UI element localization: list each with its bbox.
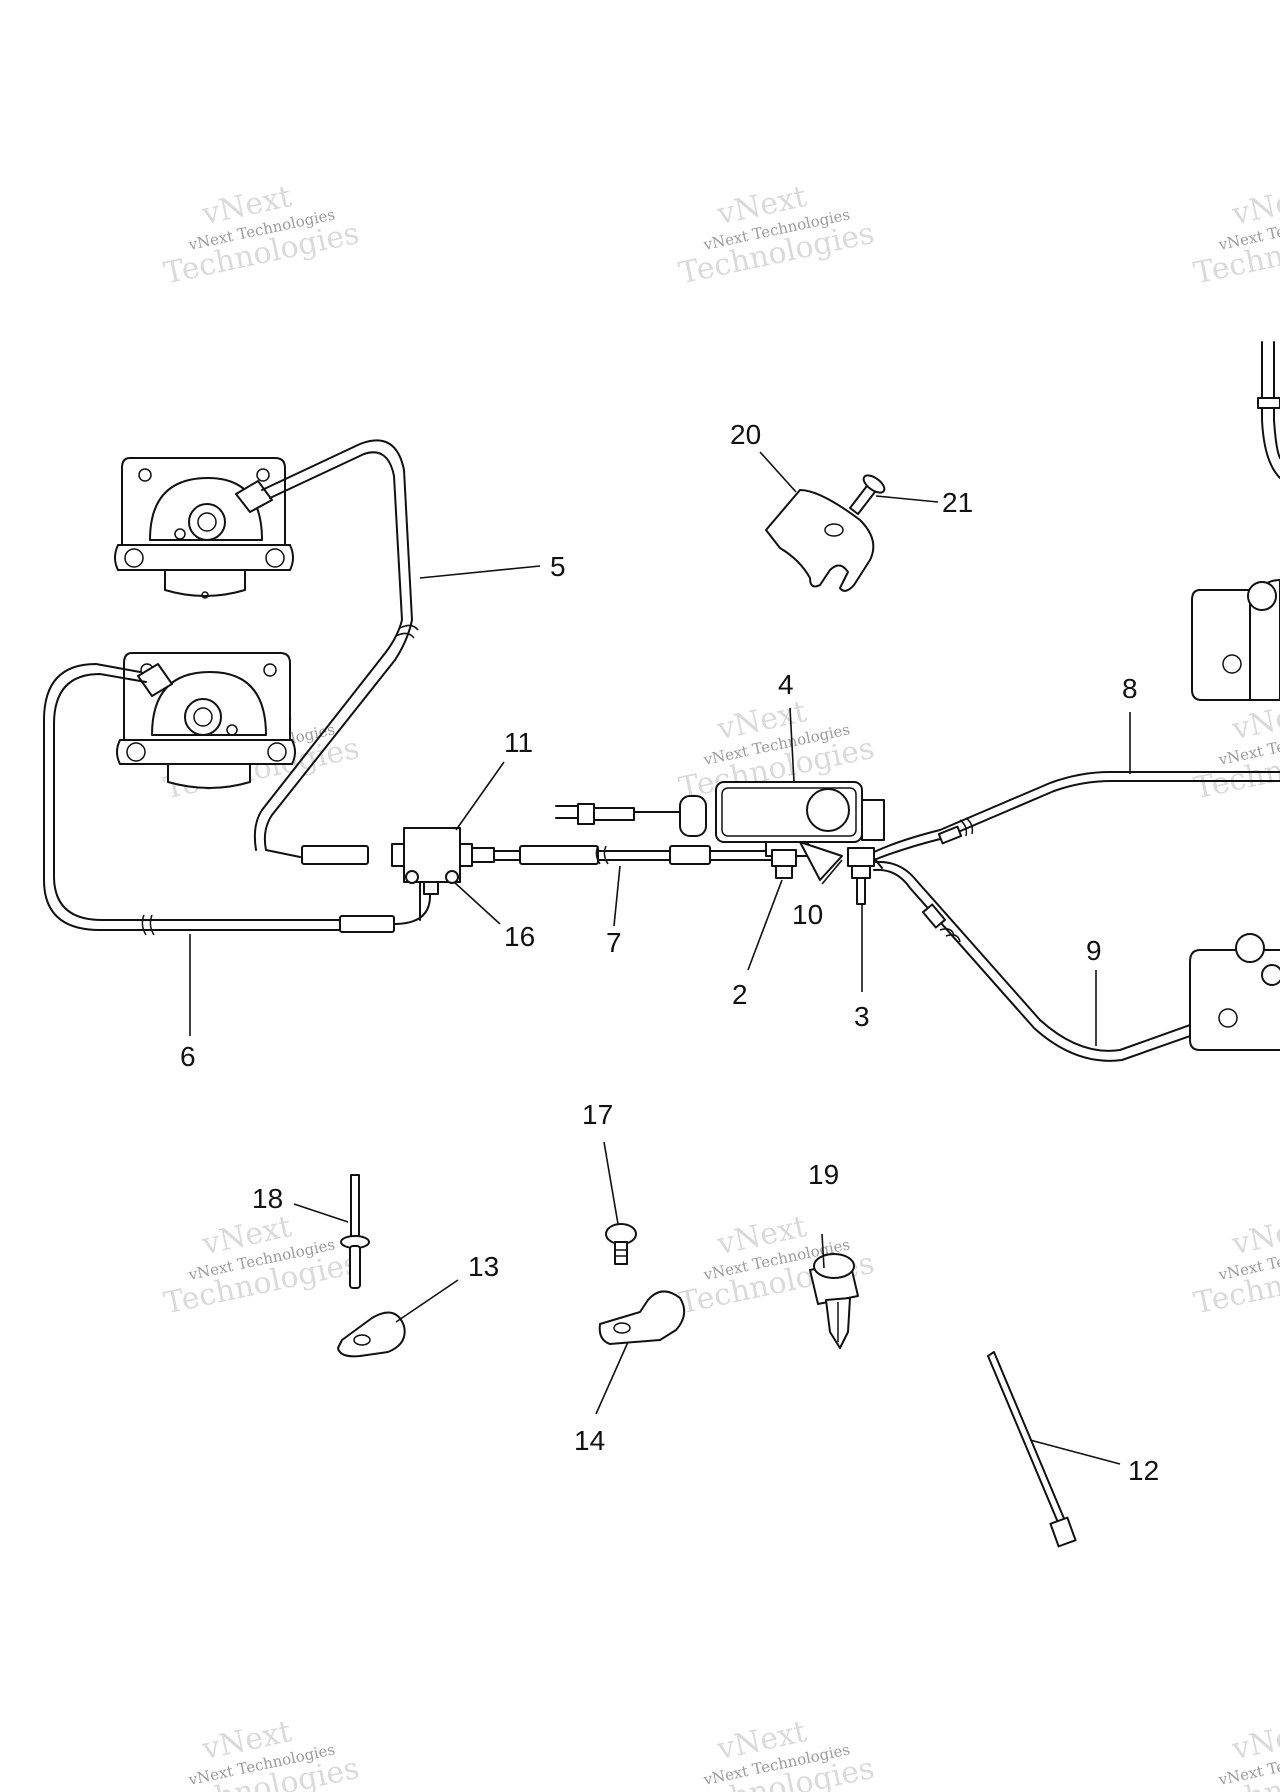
brake-splitter-11 [301,827,473,895]
callout-14: 14 [574,1425,605,1456]
leader-4 [789,707,795,783]
brake-line-right-top [1257,341,1280,479]
brake-caliper-lower-left [116,652,296,789]
brake-line-6 [43,663,431,936]
callout-9: 9 [1086,935,1102,966]
leader-11 [455,761,505,831]
clip-20 [765,489,875,592]
watermark: vNext vNext Technologies Technologies [161,179,362,291]
watermark: vNext vNext Technologies Technologies [1191,1209,1280,1321]
callout-10: 10 [792,899,823,930]
callout-8: 8 [1122,673,1138,704]
leader-10 [821,859,843,885]
leader-19 [821,1233,825,1269]
callout-21: 21 [942,487,973,518]
brake-line-8 [873,771,1280,861]
brake-line-7 [471,845,781,865]
leader-14 [595,1341,629,1415]
leader-17 [603,1141,619,1225]
callout-19: 19 [808,1159,839,1190]
leader-13 [395,1279,459,1323]
callout-13: 13 [468,1251,499,1282]
fastener-19 [809,1253,859,1349]
brake-line-5 [253,439,419,858]
callout-6: 6 [180,1041,196,1072]
leader-20 [759,451,797,493]
screw-17 [605,1223,637,1265]
callout-2: 2 [732,979,748,1010]
callout-11: 11 [504,727,533,758]
leader-18 [293,1203,349,1223]
leader-5 [419,565,541,579]
leader-lines [189,451,1131,1465]
callout-18: 18 [252,1183,283,1214]
watermark: vNext vNext Technologies Technologies [676,1714,877,1792]
brake-caliper-upper-left [114,457,294,599]
watermark: vNext vNext Technologies Technologies [1191,179,1280,291]
clamp-13 [337,1311,406,1358]
leader-21 [875,495,939,503]
callout-labels: 20 21 5 4 8 11 16 7 10 9 2 3 6 17 19 18 … [180,419,1159,1486]
brake-caliper-right-lower [1189,933,1280,1051]
leader-16 [453,881,501,925]
watermark-group: vNext vNext Technologies Technologies vN… [161,179,1280,1792]
banjo-bolt-2 [771,849,797,879]
callout-20: 20 [730,419,761,450]
callout-5: 5 [550,551,566,582]
callout-7: 7 [606,927,622,958]
watermark: vNext vNext Technologies Technologies [676,179,877,291]
callout-4: 4 [778,669,794,700]
callout-17: 17 [582,1099,613,1130]
callout-12: 12 [1128,1455,1159,1486]
watermark: vNext vNext Technologies Technologies [1191,1714,1280,1792]
rivet-21 [849,474,886,515]
callout-16: 16 [504,921,535,952]
fitting-3 [847,847,883,905]
brake-line-9 [873,860,1265,1062]
watermark: vNext vNext Technologies Technologies [161,1714,362,1792]
callout-3: 3 [854,1001,870,1032]
master-cylinder-4 [555,781,885,881]
leader-7 [613,865,621,927]
brake-caliper-right-upper [1191,579,1280,701]
cable-tie-12 [987,1351,1077,1548]
leader-12 [1029,1439,1121,1465]
leader-2 [747,879,783,971]
rivet-18 [340,1174,370,1289]
clamp-14 [598,1290,686,1345]
